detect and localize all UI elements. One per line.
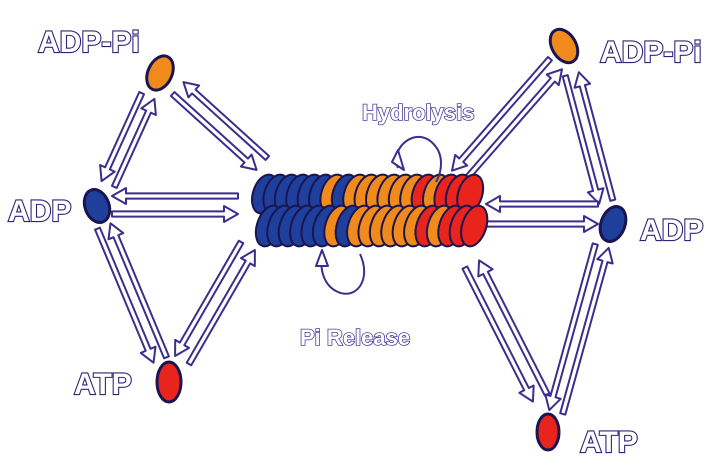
left-adp-pi-adp-reverse-arrow: [111, 97, 157, 189]
hydrolysis-label: Hydrolysis: [362, 100, 475, 125]
right-adp-atp-reverse-arrow: [559, 246, 614, 416]
left-adp-pi-filament-forward-arrow: [169, 91, 258, 171]
right-adp-pi-node: [548, 27, 580, 65]
right-adp-pi-adp-reverse-arrow: [573, 71, 617, 202]
exchange-arrows: [94, 56, 617, 416]
right-filament-atp-forward-arrow: [461, 265, 535, 403]
left-atp-filament-reverse-arrow: [174, 239, 245, 357]
left-adp-node: [82, 188, 112, 224]
left-adp-filament-forward-arrow: [111, 205, 239, 223]
right-adp-pi-adp-forward-arrow: [561, 74, 605, 205]
right-adp-atp-forward-arrow: [544, 242, 599, 412]
left-adp-filament-reverse-arrow: [111, 187, 239, 205]
right-adp-filament-reverse-arrow: [485, 195, 599, 213]
left-atp-filament-forward-arrow: [185, 249, 256, 367]
left-adp-atp-forward-arrow: [94, 226, 157, 364]
right-adp-node: [598, 205, 628, 243]
right-adp-pi-filament-reverse-arrow: [461, 68, 563, 184]
left-adp-pi-filament-reverse-arrow: [182, 81, 271, 161]
right-adp-label: ADP: [640, 214, 703, 247]
left-adp-pi-adp-forward-arrow: [99, 91, 145, 183]
pi-release-arrowhead: [315, 249, 329, 267]
pi-release-label: Pi Release: [300, 325, 410, 350]
right-adp-pi-filament-forward-arrow: [451, 56, 553, 172]
right-atp-label: ATP: [580, 426, 638, 459]
left-adp-label: ADP: [8, 195, 71, 228]
actin-filament: [251, 173, 489, 248]
right-filament-atp-reverse-arrow: [477, 259, 551, 397]
right-atp-node: [535, 412, 561, 452]
pi-release-curve-arrow: [320, 253, 366, 295]
left-adp-pi-label: ADP-Pi: [38, 26, 140, 59]
left-atp-node: [155, 360, 183, 404]
right-adp-filament-forward-arrow: [485, 215, 599, 233]
right-adp-pi-label: ADP-Pi: [600, 36, 702, 69]
left-adp-atp-reverse-arrow: [107, 222, 170, 360]
left-atp-label: ATP: [74, 368, 132, 401]
hydrolysis-arrowhead: [391, 149, 405, 171]
left-adp-pi-node: [145, 54, 175, 92]
filament-subunit: [460, 204, 489, 248]
